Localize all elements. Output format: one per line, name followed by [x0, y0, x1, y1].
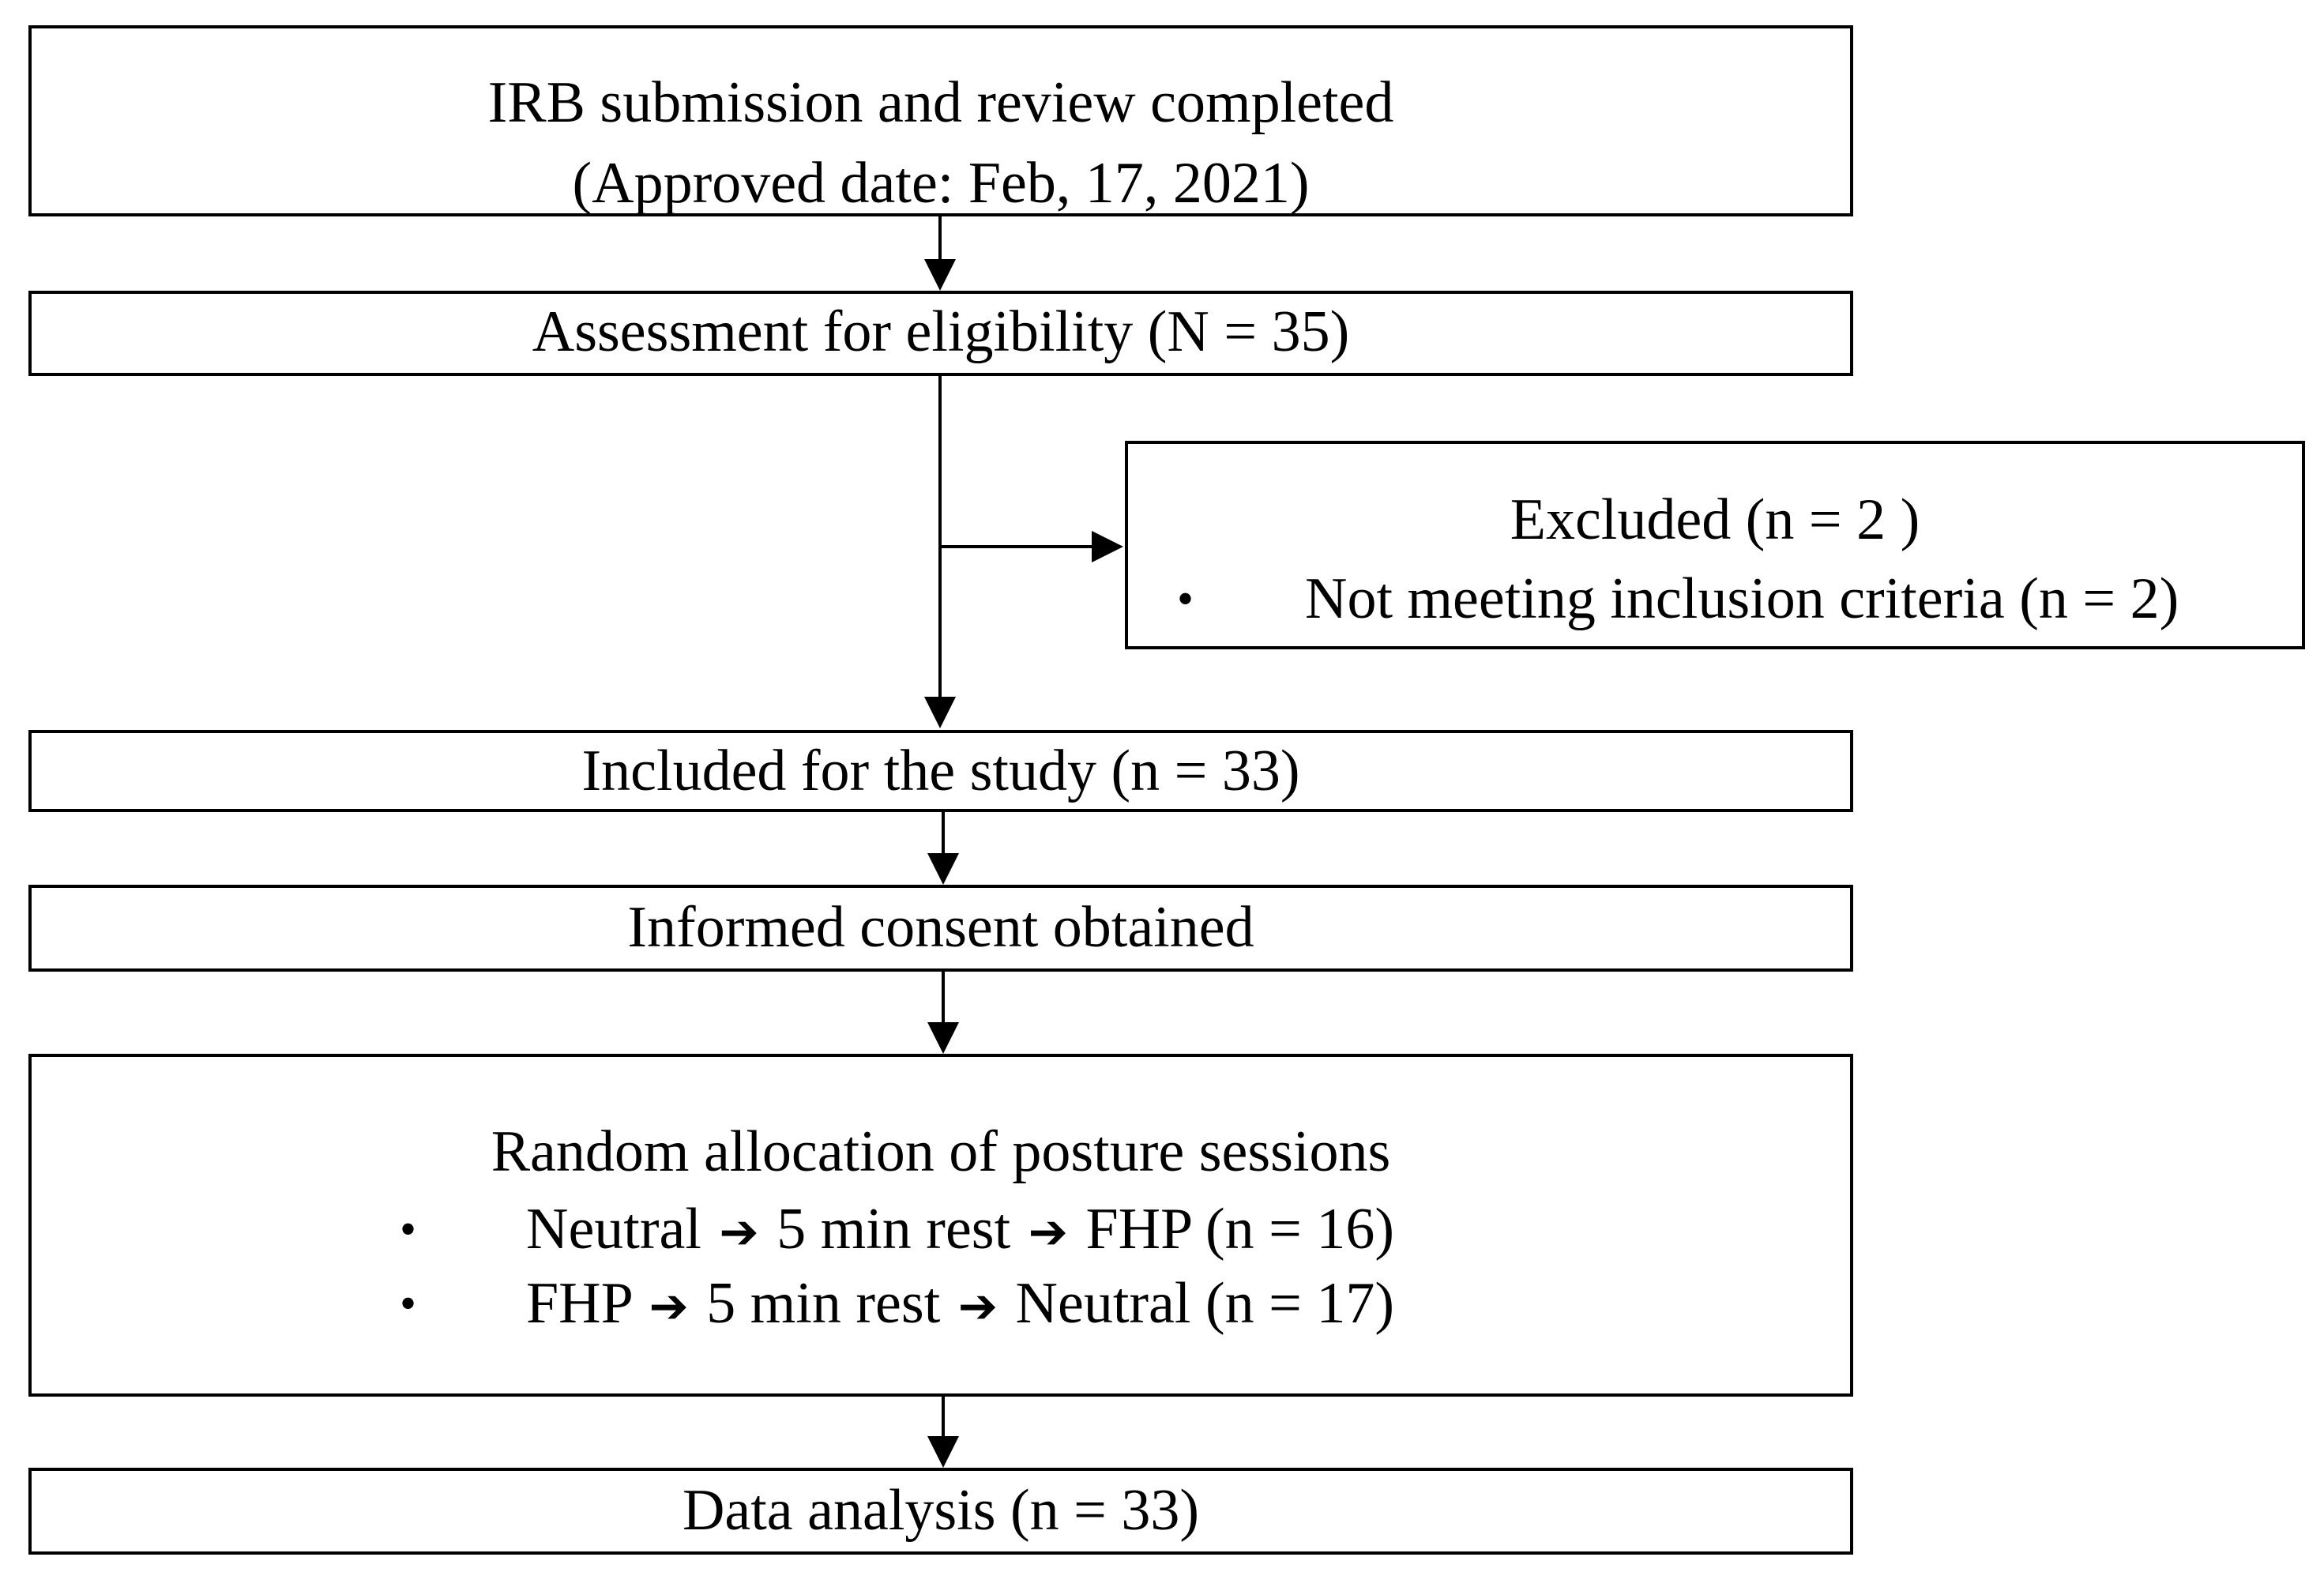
bullet-icon: •	[400, 1277, 417, 1329]
consent-box: Informed consent obtained	[28, 885, 1853, 972]
sequence-1-step-2: 5 min rest	[777, 1197, 1011, 1262]
allocation-box: Random allocation of posture sessions • …	[28, 1054, 1853, 1397]
allocation-title: Random allocation of posture sessions	[491, 1119, 1391, 1184]
excluded-reason-text: Not meeting inclusion criteria (n = 2)	[1305, 566, 2179, 631]
irb-title: IRB submission and review completed	[487, 70, 1394, 135]
bullet-icon: •	[1177, 573, 1194, 625]
consent-text: Informed consent obtained	[627, 895, 1254, 960]
right-arrow-icon: ➔	[957, 1279, 998, 1334]
sequence-2-step-2: 5 min rest	[706, 1271, 941, 1336]
sequence-1-step-1: Neutral	[526, 1197, 701, 1262]
sequence-2-step-1: FHP	[526, 1271, 632, 1336]
right-arrow-icon: ➔	[719, 1205, 759, 1260]
bullet-icon: •	[400, 1203, 417, 1255]
sequence-1-step-3: FHP (n = 16)	[1085, 1197, 1394, 1262]
analysis-box: Data analysis (n = 33)	[28, 1468, 1853, 1555]
irb-approved-date: (Approved date: Feb, 17, 2021)	[572, 151, 1310, 216]
assessment-text: Assessment for eligibility (N = 35)	[532, 299, 1350, 364]
excluded-title: Excluded (n = 2 )	[1510, 487, 1920, 552]
analysis-text: Data analysis (n = 33)	[682, 1478, 1200, 1543]
sequence-2-step-3: Neutral (n = 17)	[1015, 1271, 1394, 1336]
included-text: Included for the study (n = 33)	[581, 739, 1300, 803]
excluded-box: Excluded (n = 2 ) • Not meeting inclusio…	[1125, 441, 2305, 649]
irb-box: IRB submission and review completed (App…	[28, 25, 1853, 216]
right-arrow-icon: ➔	[1028, 1205, 1068, 1260]
included-box: Included for the study (n = 33)	[28, 730, 1853, 812]
right-arrow-icon: ➔	[649, 1279, 689, 1334]
assessment-box: Assessment for eligibility (N = 35)	[28, 291, 1853, 376]
